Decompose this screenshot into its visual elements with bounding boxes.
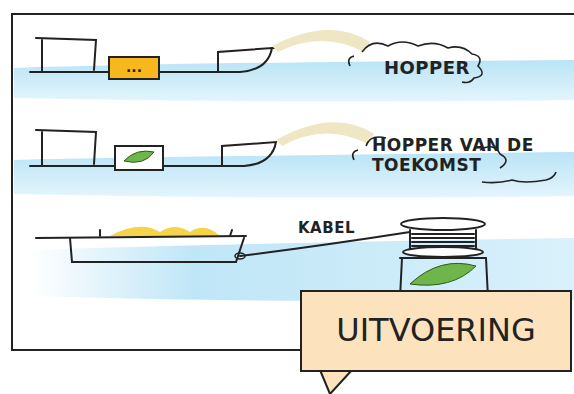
yellow-box: ... [108, 56, 160, 80]
node-text: UITVOERING [336, 313, 536, 348]
ship-label: HOPPER VAN DE TOEKOMST [372, 136, 568, 175]
node-text: ... [126, 60, 142, 75]
speech-bubble: UITVOERING [300, 290, 572, 372]
ship-label: HOPPER [384, 58, 554, 79]
cable-label: KABEL [298, 220, 388, 237]
